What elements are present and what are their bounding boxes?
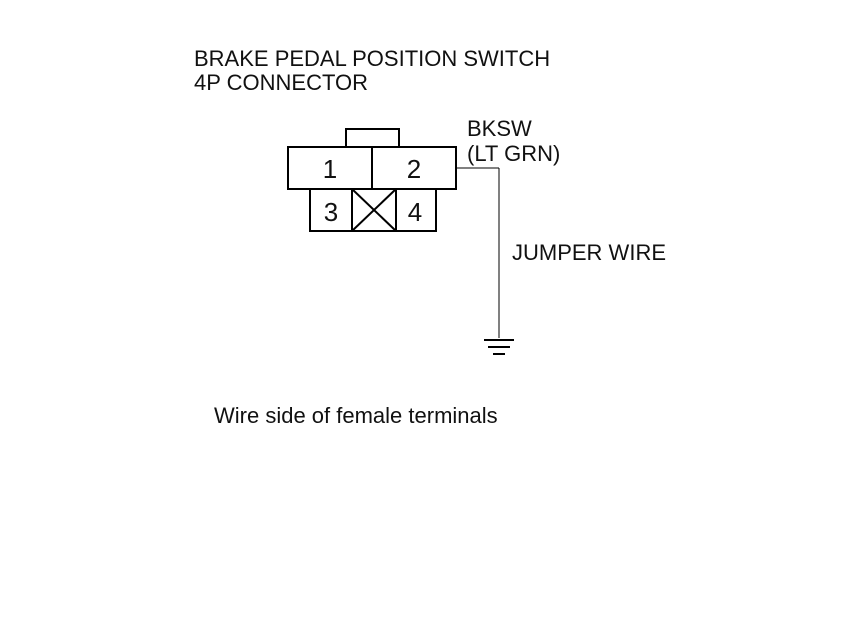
- jumper-wire-label: JUMPER WIRE: [512, 240, 666, 265]
- pin-4: 4: [408, 197, 422, 227]
- pin-3: 3: [324, 197, 338, 227]
- signal-name: BKSW: [467, 116, 532, 141]
- connector-subtitle: 4P CONNECTOR: [194, 70, 369, 95]
- view-caption: Wire side of female terminals: [214, 403, 498, 428]
- jumper-wire: [456, 167, 500, 338]
- empty-cavity-icon: [351, 188, 397, 232]
- connector-lower-row: [309, 188, 437, 232]
- connector-title: BRAKE PEDAL POSITION SWITCH: [194, 46, 551, 71]
- pin-1: 1: [323, 154, 337, 184]
- wire-color: (LT GRN): [467, 141, 561, 166]
- ground-icon: [484, 339, 514, 355]
- pin-2: 2: [407, 154, 421, 184]
- connector-lock-tab: [345, 128, 400, 148]
